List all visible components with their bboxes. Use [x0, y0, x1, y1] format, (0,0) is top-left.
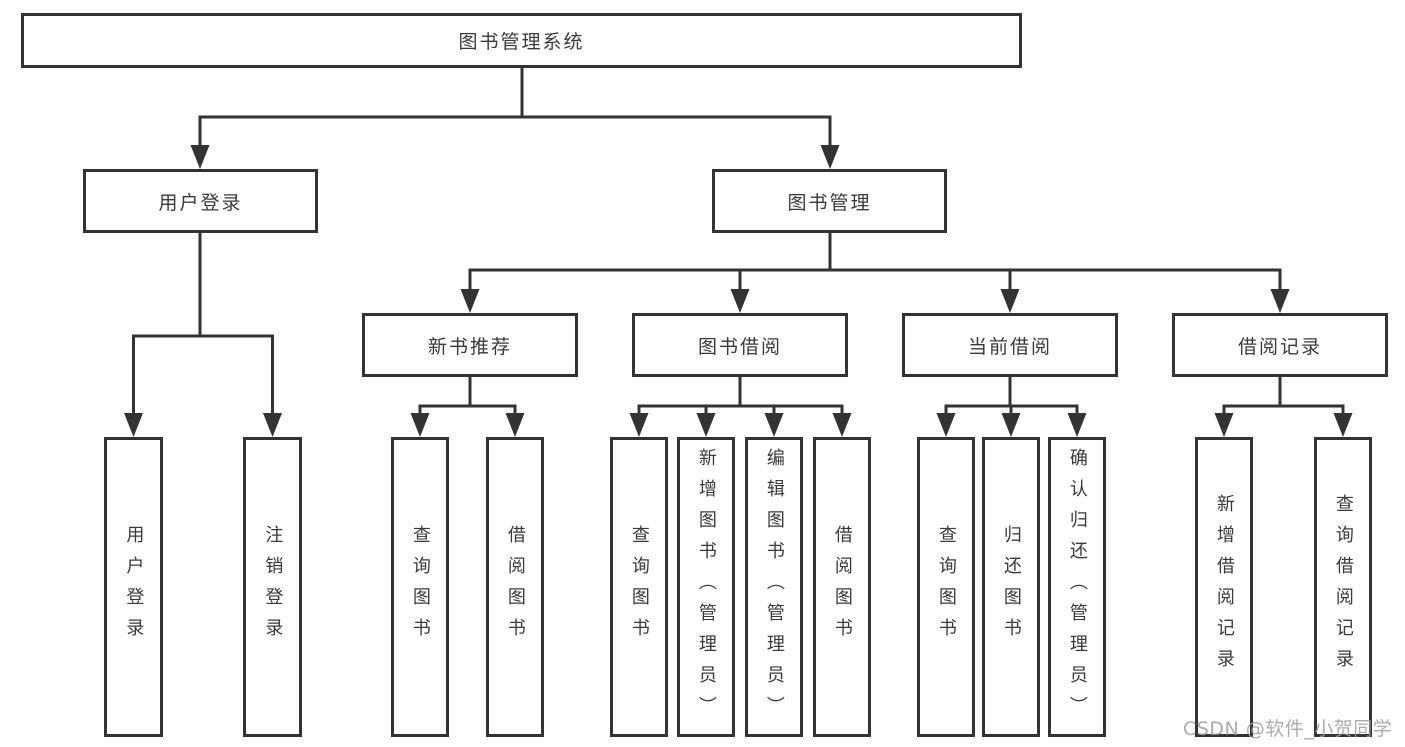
leaf-label: 查询借阅记录: [1332, 494, 1354, 680]
arrowhead-down: [1067, 413, 1087, 437]
node-label: 图书管理系统: [458, 31, 585, 53]
node-book-management: 图书管理: [712, 169, 947, 233]
leaf-edit-book-admin: 编辑图书（管理员）: [745, 437, 803, 737]
leaf-label: 查询图书: [935, 525, 957, 649]
leaf-label: 新增借阅记录: [1213, 494, 1235, 680]
arrowhead-down: [1270, 289, 1290, 313]
leaf-label: 确认归还（管理员）: [1066, 447, 1088, 727]
arrowhead-down: [820, 145, 840, 169]
leaf-query-books-recommend: 查询图书: [391, 437, 449, 737]
node-current-borrow: 当前借阅: [902, 313, 1118, 377]
node-new-book-recommend: 新书推荐: [362, 313, 578, 377]
node-label: 借阅记录: [1237, 335, 1322, 358]
arrowhead-down: [505, 413, 525, 437]
csdn-watermark: CSDN @软件_小贺同学: [1183, 718, 1393, 740]
node-label: 新书推荐: [427, 335, 512, 358]
arrowhead-down: [124, 413, 143, 437]
leaf-label: 注销登录: [262, 525, 284, 649]
leaf-label: 归还图书: [1000, 525, 1022, 649]
arrowhead-down: [696, 413, 716, 437]
arrowhead-down: [1001, 413, 1021, 437]
node-book-borrow: 图书借阅: [632, 313, 848, 377]
leaf-user-login: 用户登录: [104, 437, 163, 737]
arrowhead-down: [460, 289, 480, 313]
leaf-label: 编辑图书（管理员）: [763, 447, 785, 727]
leaf-logout: 注销登录: [243, 437, 302, 737]
arrowhead-down: [1333, 413, 1353, 437]
arrowhead-down: [190, 145, 210, 169]
leaf-label: 新增图书（管理员）: [695, 447, 717, 727]
arrowhead-down: [764, 413, 784, 437]
leaf-add-borrow-record: 新增借阅记录: [1195, 437, 1253, 737]
leaf-query-books-borrow: 查询图书: [610, 437, 668, 737]
arrowhead-down: [263, 413, 282, 437]
arrowhead-down: [410, 413, 430, 437]
arrowhead-down: [1000, 289, 1020, 313]
arrowhead-down: [832, 413, 852, 437]
node-label: 图书借阅: [697, 335, 782, 358]
node-borrow-records: 借阅记录: [1172, 313, 1388, 377]
leaf-borrow-books: 借阅图书: [813, 437, 871, 737]
arrowhead-down: [936, 413, 956, 437]
leaf-label: 查询图书: [409, 525, 431, 649]
node-label: 用户登录: [158, 191, 243, 214]
node-label: 当前借阅: [967, 335, 1052, 358]
node-label: 图书管理: [787, 191, 872, 214]
node-user-login: 用户登录: [83, 169, 318, 233]
leaf-label: 借阅图书: [831, 525, 853, 649]
arrowhead-down: [730, 289, 750, 313]
leaf-query-books-current: 查询图书: [917, 437, 975, 737]
leaf-confirm-return-admin: 确认归还（管理员）: [1048, 437, 1106, 737]
leaf-label: 查询图书: [628, 525, 650, 649]
leaf-return-book: 归还图书: [982, 437, 1040, 737]
leaf-label: 借阅图书: [504, 525, 526, 649]
arrowhead-down: [1214, 413, 1234, 437]
node-root: 图书管理系统: [21, 13, 1022, 68]
arrowhead-down: [629, 413, 649, 437]
leaf-label: 用户登录: [123, 525, 145, 649]
leaf-query-borrow-record: 查询借阅记录: [1314, 437, 1372, 737]
leaf-add-book-admin: 新增图书（管理员）: [677, 437, 735, 737]
leaf-borrow-books-recommend: 借阅图书: [486, 437, 544, 737]
